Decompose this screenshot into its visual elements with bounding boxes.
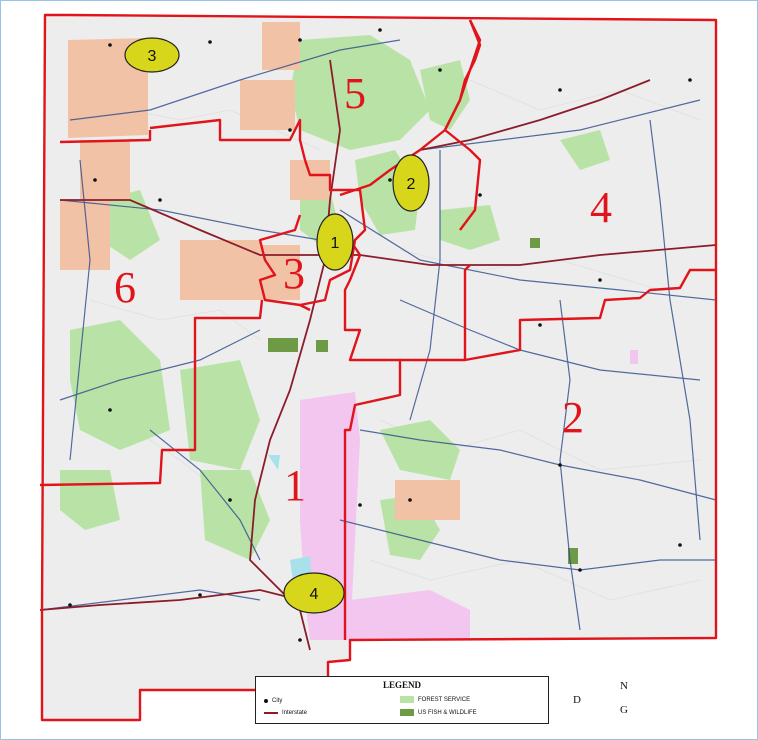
district-label-4: 4	[590, 183, 612, 232]
city-dot-icon	[264, 699, 268, 703]
district-label-2: 2	[562, 393, 584, 442]
district-label-1: 1	[284, 461, 306, 510]
legend-item-forest: FOREST SERVICE	[400, 696, 470, 703]
letter-g: G	[620, 704, 628, 716]
legend-title: LEGEND	[382, 680, 421, 690]
legend-label-interstate: Interstate	[282, 710, 308, 716]
forest-swatch-icon	[400, 696, 414, 703]
boundary-center	[299, 159, 367, 307]
letter-d: D	[573, 694, 581, 706]
legend-label-forest: FOREST SERVICE	[418, 696, 471, 703]
letter-n: N	[620, 680, 628, 692]
legend-item-interstate: Interstate	[264, 710, 307, 716]
svg-text:4: 4	[310, 586, 319, 603]
district-label-3: 3	[283, 249, 305, 298]
legend-item-wildlife: US FISH & WILDLIFE	[400, 709, 477, 716]
boundary-d1-west	[343, 360, 402, 640]
boundary-d3	[258, 214, 311, 312]
svg-text:3: 3	[148, 48, 157, 65]
legend-label-wildlife: US FISH & WILDLIFE	[418, 709, 477, 716]
legend-label-city: City	[272, 698, 283, 704]
boundary-d5-d4	[443, 19, 482, 231]
boundary-d3-east	[343, 239, 471, 362]
boundary-d5-west	[59, 130, 152, 144]
district-label-5: 5	[344, 69, 366, 118]
legend-item-city: City	[264, 698, 282, 704]
map-legend: LEGEND City Interstate FOREST SERVICE US…	[255, 676, 549, 724]
district-boundaries	[39, 13, 718, 722]
office-marker-2: 2	[392, 154, 430, 212]
highway-network	[39, 39, 717, 631]
forest-service-areas	[60, 35, 610, 560]
wildlife-swatch-icon	[400, 709, 414, 716]
district-label-6: 6	[114, 263, 136, 312]
svg-text:2: 2	[407, 176, 416, 193]
office-marker-3: 3	[124, 37, 180, 73]
office-marker-4: 4	[283, 572, 345, 614]
interstate-line-icon	[264, 712, 278, 714]
boundary-d6-south	[39, 299, 264, 487]
city-dots	[68, 28, 692, 642]
boundary-d5-south	[149, 118, 307, 161]
svg-text:1: 1	[331, 235, 340, 252]
office-marker-1: 1	[316, 213, 354, 271]
wildlife-areas	[268, 238, 578, 564]
state-base	[42, 15, 716, 720]
boundary-d2-d4	[464, 268, 716, 362]
